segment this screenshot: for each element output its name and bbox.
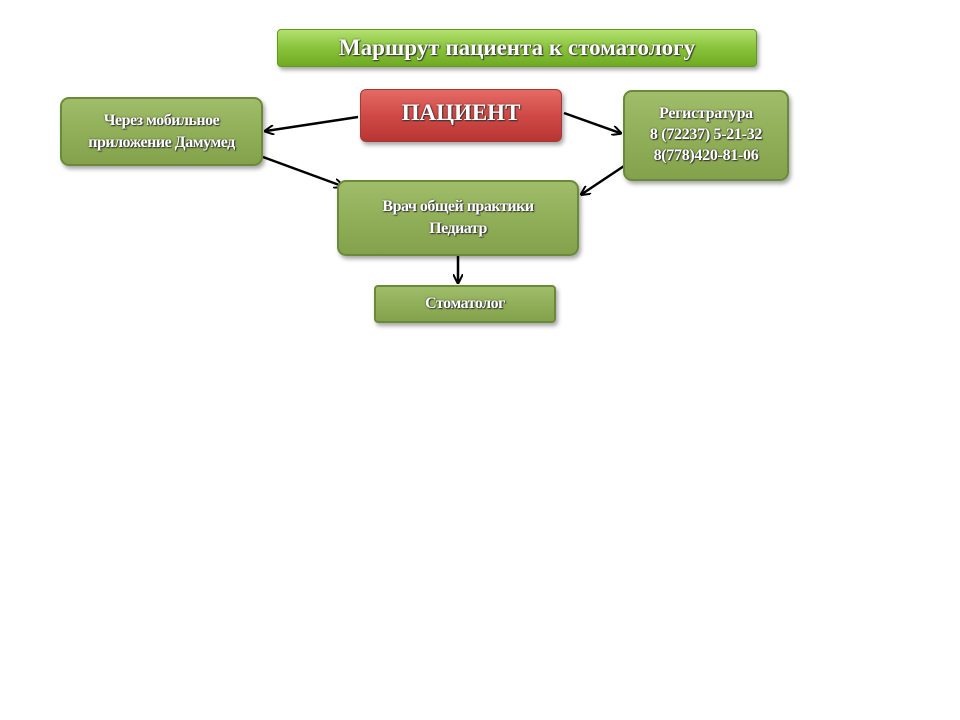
mobile-app-node: Через мобильное приложение Дамумед [60, 97, 263, 166]
diagram-title: Маршрут пациента к стоматологу [277, 29, 757, 67]
arrow-app-to-doctor [262, 155, 342, 186]
registry-phone-2: 8(778)420-81-06 [653, 146, 759, 164]
mobile-app-line-1: Через мобильное [103, 111, 220, 129]
registry-node: Регистратура 8 (72237) 5-21-32 8(778)420… [623, 90, 789, 181]
registry-phone-1: 8 (72237) 5-21-32 [649, 126, 763, 144]
registry-title: Регистратура [659, 105, 753, 123]
doctor-line-1: Врач общей практики [382, 198, 534, 216]
dentist-label: Стоматолог [425, 295, 505, 312]
dentist-node: Стоматолог [374, 285, 556, 323]
mobile-app-line-2: приложение Дамумед [88, 133, 235, 151]
doctor-line-2: Педиатр [429, 220, 487, 237]
doctor-node: Врач общей практики Педиатр [337, 180, 579, 256]
patient-node: ПАЦИЕНТ [360, 89, 562, 142]
arrow-registry-to-doctor [582, 164, 625, 194]
arrow-patient-to-registry [563, 111, 620, 133]
arrow-patient-to-app [266, 115, 359, 131]
patient-label: ПАЦИЕНТ [401, 99, 521, 125]
diagram-title-text: Маршрут пациента к стоматологу [338, 35, 696, 60]
